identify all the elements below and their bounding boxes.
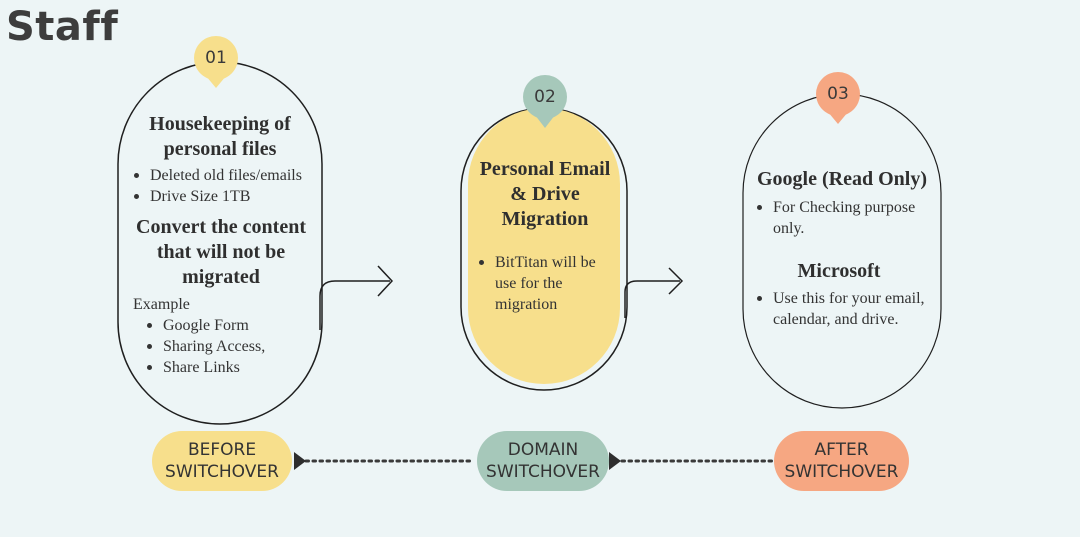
- phase-label-line2: SWITCHOVER: [165, 462, 279, 482]
- list-item: Drive Size 1TB: [130, 186, 330, 207]
- step-2-heading: Personal Email & Drive Migration: [479, 158, 611, 230]
- badge-01-number: 01: [205, 48, 227, 68]
- step-1-list-1: Deleted old files/emails Drive Size 1TB: [130, 165, 330, 207]
- step-3-heading-1: Google (Read Only): [757, 168, 927, 190]
- list-item: Sharing Access,: [143, 336, 303, 357]
- step-3-outline: [742, 93, 942, 409]
- arrow-2-head: [668, 267, 684, 295]
- timeline-marker-1: [294, 452, 306, 470]
- phase-label-line1: AFTER: [814, 440, 869, 460]
- step-2-fill: [468, 108, 620, 384]
- phase-label-line2: SWITCHOVER: [486, 462, 600, 482]
- arrow-2-line: [624, 280, 680, 318]
- list-item: Use this for your email, calendar, and d…: [753, 288, 939, 330]
- step-3-heading-2: Microsoft: [797, 260, 881, 282]
- step-2-list: BitTitan will be use for the migration: [475, 252, 615, 315]
- badge-02-number: 02: [534, 87, 556, 107]
- phase-domain-switchover: DOMAIN SWITCHOVER: [477, 431, 609, 491]
- arrow-1-head: [377, 265, 394, 297]
- list-item: Deleted old files/emails: [130, 165, 330, 186]
- badge-02: [523, 75, 567, 128]
- step-1-list-2: Google Form Sharing Access, Share Links: [143, 315, 303, 378]
- phase-label-line1: DOMAIN: [507, 440, 579, 460]
- phase-after-switchover: AFTER SWITCHOVER: [774, 431, 909, 491]
- phase-label-line1: BEFORE: [187, 440, 257, 460]
- badge-01: [194, 36, 238, 88]
- step-3-list-1: For Checking purpose only.: [753, 197, 933, 239]
- badge-03-number: 03: [827, 84, 849, 104]
- badge-03: [816, 72, 860, 124]
- list-item: Share Links: [143, 357, 303, 378]
- step-3-list-2: Use this for your email, calendar, and d…: [753, 288, 939, 330]
- list-item: Google Form: [143, 315, 303, 336]
- phase-label-line2: SWITCHOVER: [784, 462, 899, 482]
- step-1-example-label: Example: [133, 296, 190, 313]
- list-item: BitTitan will be use for the migration: [475, 252, 615, 315]
- page-title: Staff: [6, 4, 119, 50]
- step-1-heading-1: Housekeeping of personal files: [149, 113, 291, 160]
- arrow-1-line: [319, 280, 390, 330]
- phase-before-switchover: BEFORE SWITCHOVER: [152, 431, 292, 491]
- list-item: For Checking purpose only.: [753, 197, 933, 239]
- timeline-marker-2: [609, 452, 621, 470]
- step-1-heading-2: Convert the content that will not be mig…: [136, 216, 306, 288]
